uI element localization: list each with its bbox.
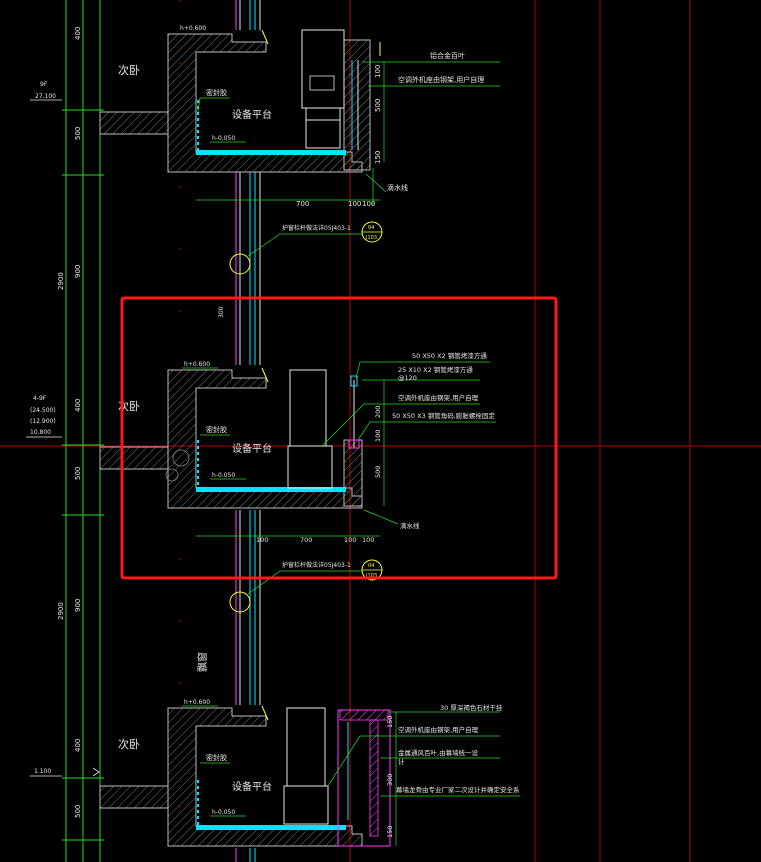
- dim-100-mid: 100: [374, 430, 382, 442]
- left-dimension-lines: [62, 0, 104, 862]
- rail-callout-mid: 04 J103 护窗栏杆做法详05J403-1: [229, 559, 383, 613]
- seal-top: 密封胶: [206, 88, 227, 97]
- platform-bot: 设备平台: [232, 780, 272, 793]
- dim-100-mid-b: 100: [362, 536, 374, 544]
- note-mid-3: 空调外机座由钢架,用户自理: [398, 393, 479, 402]
- dim-100-mid-a: 100: [256, 536, 268, 544]
- note-mid-2b: @120: [398, 374, 417, 382]
- elev-bot-low: h-0.050: [212, 809, 235, 816]
- dim-left-500a: 500: [74, 127, 82, 140]
- dim-500-top: 500: [374, 99, 382, 112]
- elev-mid-low: h-0.050: [212, 472, 235, 479]
- rail-callout-top: 04 J103 护窗栏杆做法详05J403-1: [229, 221, 383, 275]
- top-right-annotations: 铝合金百叶 空调外机座由钢架,用户自理 500 150 100 滴水线 700 …: [196, 42, 500, 208]
- dim-left-2900a: 2900: [57, 272, 65, 290]
- dim-500-mid: 500: [374, 466, 382, 478]
- dim-left-500c: 500: [74, 805, 82, 818]
- highlight-box: [120, 296, 558, 580]
- note-top-1: 铝合金百叶: [430, 51, 465, 60]
- dim-left-400b: 400: [74, 399, 82, 412]
- note-mid-1: 50 X50 X2 钢管烤漆方通: [412, 351, 487, 360]
- dim-100-top: 100: [374, 65, 382, 78]
- window-mullions: [235, 0, 261, 862]
- dim-100-mid-c: 100: [344, 536, 356, 544]
- drip-top: 滴水线: [387, 183, 408, 192]
- level-mid-a: 4-9F: [33, 395, 47, 402]
- dim-700-top: 700: [296, 200, 309, 208]
- note-bot-1: 30 厚深褐色石材干挂: [440, 703, 503, 712]
- platform-mid: 设备平台: [232, 442, 272, 455]
- dim-150-bot2: 150: [386, 826, 394, 838]
- level-bot: 1.100: [34, 768, 51, 775]
- level-mid-c: (12.900): [30, 418, 56, 425]
- note-bot-4: 幕墙龙骨由专业厂家二次设计并确定安全系: [396, 785, 520, 794]
- elev-mid-h: h+0.600: [184, 361, 210, 368]
- note-rail-mid: 护窗栏杆做法详05J403-1: [282, 561, 351, 569]
- level-mid-b: (24.500): [30, 407, 56, 414]
- callout-top: 04: [368, 225, 374, 231]
- dim-300-mid: 300: [218, 306, 225, 318]
- dim-150-bot: 150: [386, 716, 394, 728]
- note-bot-2: 空调外机座由钢架,用户自理: [398, 725, 479, 734]
- note-bot-3: 金属通风百叶,由幕墙统一设: [398, 748, 479, 757]
- dim-150-top: 150: [374, 151, 382, 164]
- dim-100-top-b: 100: [362, 200, 375, 208]
- note-top-2: 空调外机座由钢架,用户自理: [398, 75, 484, 84]
- elev-bot-h: h+0.600: [184, 699, 210, 706]
- elev-top-h: h+0.600: [180, 25, 206, 32]
- room-top: 次卧: [118, 63, 140, 77]
- dim-100-top-a: 100: [348, 200, 361, 208]
- drip-mid: 滴水线: [400, 521, 420, 530]
- dim-left-400c: 400: [74, 739, 82, 752]
- platform-top: 设备平台: [232, 108, 272, 121]
- dim-left-400a: 400: [74, 27, 82, 40]
- dim-left-500b: 500: [74, 467, 82, 480]
- callout-top-sub: J103: [365, 235, 377, 241]
- unit-top: h+0.600 h-0.050 次卧 设备平台 密封胶: [118, 25, 371, 173]
- dim-left-2900b: 2900: [57, 602, 65, 620]
- note-bot-3b: 计: [398, 757, 405, 766]
- dim-200-mid: 200: [374, 406, 382, 418]
- note-mid-4: 50 X50 X3 钢管角码,膨胀螺栓固定: [392, 411, 495, 420]
- seal-bot: 密封胶: [206, 753, 227, 762]
- callout-mid: 04: [368, 563, 374, 569]
- window-mid: 飘窗: [196, 652, 209, 672]
- dim-left-900a: 900: [74, 265, 82, 278]
- left-dimension-texts: 500 400 2900 900 500 400 2900 900 400 50…: [57, 27, 82, 818]
- callout-mid-sub: J103: [365, 573, 377, 579]
- level-top-b: 27.100: [35, 93, 56, 100]
- dim-700-mid: 700: [300, 536, 312, 544]
- level-top-a: 9F: [40, 81, 48, 88]
- mid-right-annotations: 50 X50 X2 钢管烤漆方通 25 X10 X2 钢管烤漆方通 @120 空…: [196, 351, 496, 544]
- bot-right-annotations: 30 厚深褐色石材干挂 空调外机座由钢架,用户自理 金属通风百叶,由幕墙统一设 …: [327, 703, 520, 846]
- dim-300-bot: 300: [386, 774, 394, 786]
- elev-top-low: h-0.050: [212, 135, 235, 142]
- level-mid-d: 10.800: [30, 429, 51, 436]
- unit-bot: h+0.600 h-0.050 次卧 设备平台 密封胶: [118, 699, 391, 847]
- unit-mid: 300 h+0.600 h-0.050 次卧 设备平台 密封胶: [118, 306, 363, 509]
- note-mid-2: 25 X10 X2 钢管烤漆方通: [398, 365, 473, 374]
- seal-mid: 密封胶: [206, 425, 227, 434]
- note-rail-top: 护窗栏杆做法详05J403-1: [282, 224, 351, 232]
- level-marks: 9F 27.100 4-9F (24.500) (12.900) 10.800 …: [26, 81, 100, 777]
- room-bot: 次卧: [118, 737, 140, 751]
- dim-left-900b: 900: [74, 599, 82, 612]
